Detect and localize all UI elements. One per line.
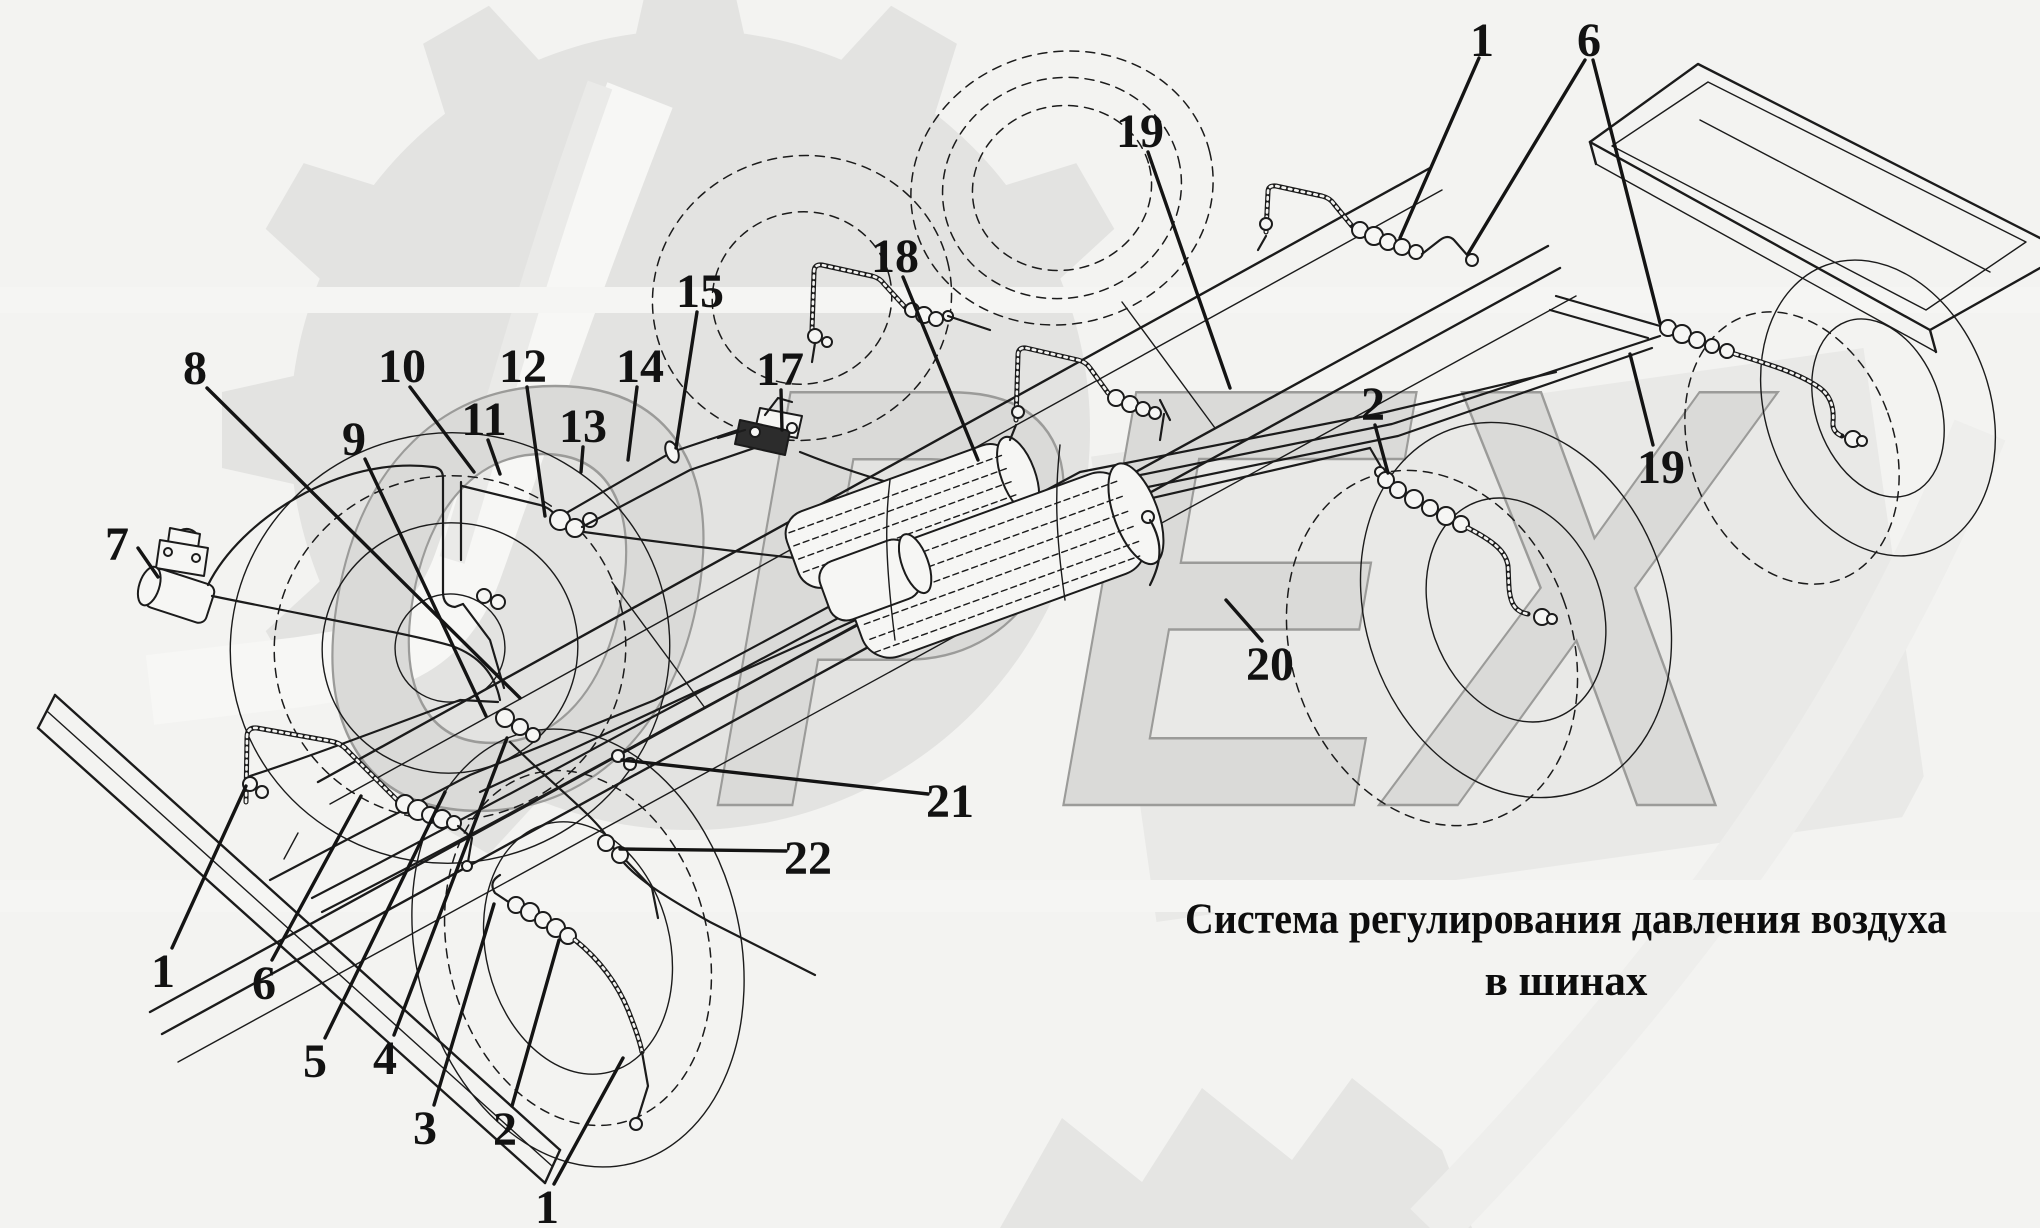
callout-label: 19 [1116,105,1164,158]
callout-label: 22 [784,832,832,885]
callout-label: 5 [303,1035,327,1088]
callout-label: 2 [1361,378,1385,431]
callout-label: 13 [559,400,607,453]
wheel-front-left [229,432,671,864]
front-bumper [36,693,562,1185]
callout-leader [392,736,509,1037]
callout-label: 3 [413,1102,437,1155]
callout-label: 1 [535,1181,559,1228]
callout-label: 7 [105,518,129,571]
swoosh-band [145,82,673,725]
callout-leader [205,386,522,700]
wheel-front-right [651,154,953,442]
callout-leader [136,546,160,579]
title-block: Система регулирования давления воздуха в… [1185,896,1947,1005]
callout-label: 18 [871,230,919,283]
callout-leader [432,902,496,1107]
wheel-rear-middle [1285,421,1673,827]
callout-leader [270,794,363,962]
callout-label: 19 [1637,441,1685,494]
callout-leader [323,790,447,1040]
callout-leader [579,445,585,474]
pipe-cluster [206,422,797,778]
callout-leader [510,938,561,1108]
air-tanks [784,435,1165,659]
cargo-platform [1588,62,2040,354]
swoosh-band-echo [439,80,613,564]
callout-label: 1 [1470,14,1494,67]
line-art [36,50,2040,1185]
callout-leader [408,385,476,474]
callout-leader [618,847,788,853]
callout-label: 1 [151,945,175,998]
callout-leader [525,385,547,518]
callout-label: 17 [756,343,804,396]
callout-label: 21 [926,775,974,828]
callout-leader [552,1056,625,1186]
callout-label: 10 [378,340,426,393]
callout-label: 2 [493,1103,517,1156]
callout-leader [620,758,930,796]
callout-label: 15 [676,265,724,318]
callout-label: 9 [342,413,366,466]
hose-over-frame [1256,183,1479,267]
hose-front-right [807,262,992,364]
cross-member [1121,301,1216,429]
callout-leader [1591,58,1662,325]
callout-leader [901,275,980,462]
callout-label: 14 [616,340,664,393]
gear-fragment-watermark [1000,1078,1472,1228]
callout-leader [674,310,699,450]
hose-rear-right-far [1008,345,1172,442]
callout-leader [779,388,784,432]
watermark-panel [1091,348,1929,922]
callout-leader [1398,56,1481,240]
hose-rear-middle-wheel [1374,466,1558,626]
wheel-rear-rear [1684,259,1997,585]
hose-rear-left [491,873,650,1131]
control-crane [716,396,942,500]
callout-leader [363,457,488,718]
wheel-rear-right-far [910,50,1214,326]
callout-leader [1224,598,1264,643]
pressure-valve [136,527,502,702]
callout-label: 12 [499,340,547,393]
corner-band [1410,419,2006,1228]
callout-label: 6 [1577,14,1601,67]
callout-leader [1466,58,1587,256]
hose-rear-rear-wheel [1659,319,1868,448]
callout-leader [626,385,639,462]
callout-label: 8 [183,342,207,395]
callout-leader [170,784,248,950]
diagram-title-line2: в шинах [1485,958,1648,1005]
diagram-title-line1: Система регулирования давления воздуха [1185,896,1947,943]
callout-leader [486,438,502,476]
callout-leader [1628,352,1655,447]
callout-label: 6 [252,957,276,1010]
cross-member [611,581,706,709]
callout-leader [1146,150,1232,390]
wheel-hoses [242,183,1868,1131]
callout-label: 11 [461,393,506,446]
stripe [0,287,2040,313]
callout-label: 4 [373,1032,397,1085]
hose-front-left [242,725,474,872]
callout-label: 20 [1246,638,1294,691]
callout-leader [1373,423,1390,475]
